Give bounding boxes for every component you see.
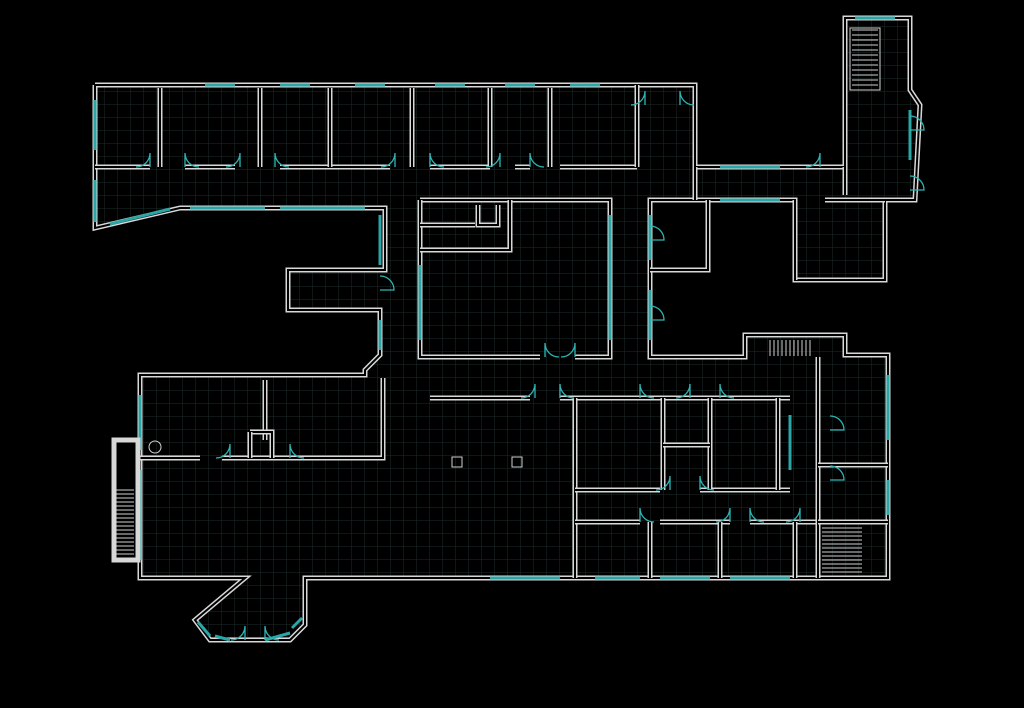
stairwell (111, 437, 141, 563)
door-swing-icon (184, 152, 200, 168)
windows (93, 16, 912, 642)
door-swing-icon (829, 465, 845, 481)
door-swing-icon (529, 152, 545, 168)
doors (135, 90, 925, 641)
wall-core (477, 205, 499, 226)
door-swing-icon (909, 175, 925, 191)
door-swing-icon (675, 383, 691, 399)
door-swing-icon (429, 152, 445, 168)
door-swing-icon (679, 90, 695, 106)
wall-core (250, 431, 273, 458)
door-swing-icon (215, 443, 231, 459)
stairwell (849, 27, 881, 91)
door-swing-icon (264, 625, 280, 641)
door-swing-icon (655, 475, 671, 491)
door-swing-icon (559, 383, 575, 399)
wall-core (222, 378, 384, 459)
door-swing-icon (699, 475, 715, 491)
door-swing-icon (829, 415, 845, 431)
window (109, 207, 171, 226)
door-swing-icon (485, 152, 501, 168)
door-swing-icon (230, 625, 246, 641)
door-swing-icon (785, 507, 801, 523)
door-swing-icon (274, 152, 290, 168)
stairs (111, 27, 881, 573)
window (196, 621, 212, 637)
wall-core (420, 200, 511, 251)
door-swing-icon (719, 383, 735, 399)
column-icon (511, 456, 523, 468)
wall-core (650, 200, 709, 271)
walls (92, 15, 923, 643)
door-swing-icon (909, 115, 925, 131)
door-swing-icon (639, 507, 655, 523)
door-swing-icon (749, 507, 765, 523)
door-swing-icon (379, 275, 395, 291)
door-swing-icon (805, 152, 821, 168)
door-swing-icon (520, 383, 536, 399)
door-swing-icon (649, 305, 665, 321)
window (214, 634, 231, 642)
door-swing-icon (560, 342, 576, 358)
door-swing-icon (135, 152, 151, 168)
door-swing-icon (289, 443, 305, 459)
floor-grid (95, 18, 920, 640)
wall (650, 200, 711, 273)
column-icon (451, 456, 463, 468)
door-swing-icon (649, 225, 665, 241)
door-swing-icon (380, 152, 396, 168)
window (290, 616, 304, 630)
door-swing-icon (544, 342, 560, 358)
door-swing-icon (630, 90, 646, 106)
column-icon (148, 440, 162, 454)
door-swing-icon (715, 507, 731, 523)
door-swing-icon (639, 383, 655, 399)
window (264, 631, 291, 642)
door-swing-icon (225, 152, 241, 168)
